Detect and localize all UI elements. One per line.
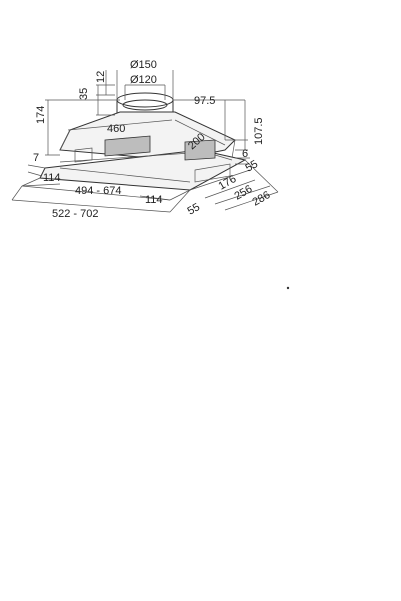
- duct-collar-inner: [122, 99, 168, 111]
- label-h35: 35: [78, 88, 90, 100]
- height-6-line: [235, 157, 250, 165]
- label-w494-674: 494 - 674: [75, 185, 121, 197]
- control-module: [184, 139, 216, 161]
- depth-chain-lines: [189, 159, 279, 211]
- label-h7: 7: [33, 152, 39, 164]
- width-460-line: [67, 119, 173, 131]
- label-h174: 174: [35, 106, 47, 124]
- depth-200-line: [174, 119, 226, 146]
- width-522-702-line: [11, 185, 191, 213]
- label-d150: Ø150: [130, 59, 157, 71]
- label-w114-left: 114: [43, 172, 61, 184]
- filter-clip-left: [74, 147, 93, 163]
- label-h6: 6: [242, 148, 248, 160]
- label-h12: 12: [95, 71, 107, 83]
- label-d120: Ø120: [130, 74, 157, 86]
- label-d55-bottom: 55: [186, 201, 203, 218]
- label-d55-right: 55: [244, 158, 261, 175]
- label-w522-702: 522 - 702: [52, 208, 98, 220]
- label-d286: 286: [251, 189, 273, 209]
- dimension-labels: Ø150 Ø120 35 12 174 97.5 107.5 460 200 7…: [33, 59, 272, 220]
- grease-filter-front: [194, 163, 231, 183]
- label-w97-5: 97.5: [194, 95, 215, 107]
- hood-casing-edges: [59, 129, 236, 159]
- height-7-line: [27, 164, 46, 177]
- height-174-line: [45, 99, 120, 156]
- hood-base-plate: [39, 149, 247, 191]
- width-494-674-line: [21, 177, 191, 201]
- label-w460: 460: [107, 123, 125, 135]
- dimension-lines: [11, 70, 279, 213]
- depth-97-5-107-5-lines: [173, 99, 248, 151]
- width-114-chain: [21, 183, 171, 201]
- hood-body: [39, 92, 247, 191]
- diameter-extension-lines: [116, 70, 174, 100]
- label-w114-right: 114: [145, 194, 163, 206]
- stray-dot-mark: [286, 286, 290, 290]
- label-h107-5: 107.5: [253, 117, 265, 145]
- motor-box: [104, 135, 151, 157]
